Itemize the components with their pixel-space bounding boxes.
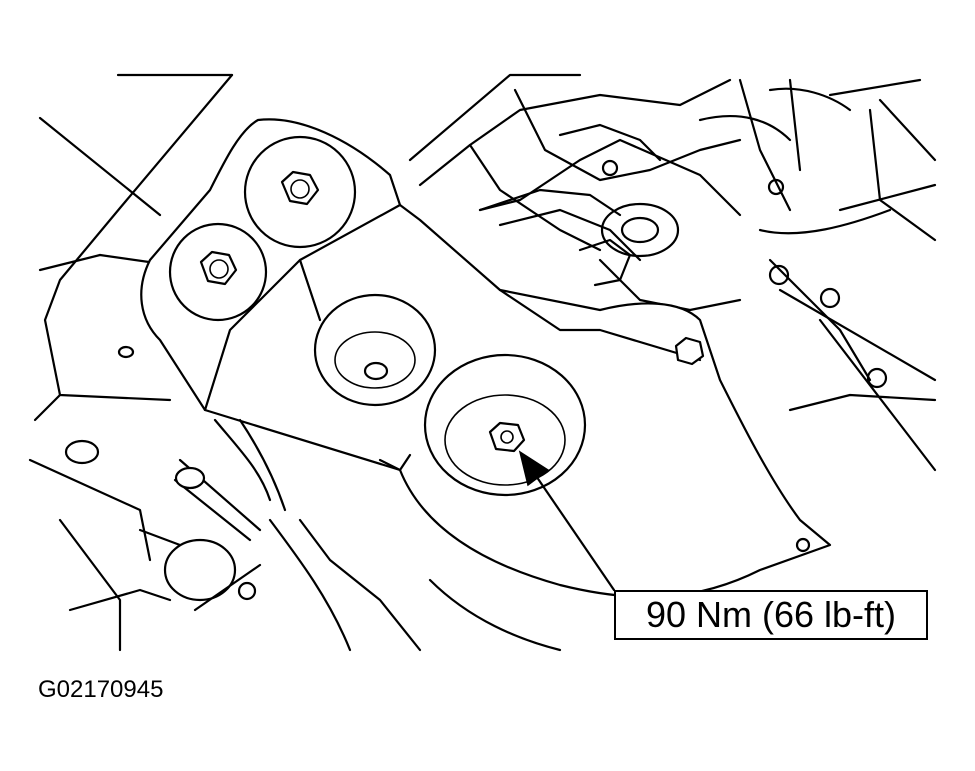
left-isolator-recess	[313, 293, 437, 407]
torque-callout-box: 90 Nm (66 lb-ft)	[614, 590, 928, 640]
lower-left-components	[68, 418, 562, 652]
engine-components-upper-right	[408, 73, 937, 472]
torque-target-bolt	[488, 421, 526, 453]
figure-id-label: G02170945	[38, 676, 164, 703]
torque-callout-label: 90 Nm (66 lb-ft)	[645, 594, 897, 635]
left-frame-structure	[28, 73, 234, 652]
callout-leader-arrow	[518, 450, 616, 592]
upper-bolt-boss	[243, 135, 357, 249]
lower-bolt-boss	[168, 222, 268, 322]
side-bolt	[674, 336, 705, 366]
